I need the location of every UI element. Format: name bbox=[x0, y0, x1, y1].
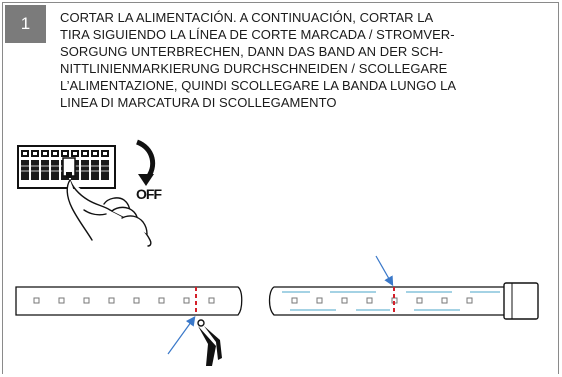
circuit-breaker-panel bbox=[17, 145, 116, 189]
off-label: OFF bbox=[136, 186, 162, 202]
cut-arrow-left bbox=[167, 316, 196, 355]
instruction-line: LINEA DI MARCATURA DI SCOLLEGAMENTO bbox=[60, 95, 337, 110]
instruction-line: L’ALIMENTAZIONE, QUINDI SCOLLEGARE LA BA… bbox=[60, 78, 457, 93]
step-frame bbox=[2, 2, 559, 374]
led-strip-right bbox=[268, 282, 539, 320]
hand-illustration bbox=[66, 179, 152, 247]
step-number-badge: 1 bbox=[5, 5, 46, 43]
rotate-off-arrow-icon bbox=[135, 139, 156, 186]
led-strip-left bbox=[15, 286, 243, 316]
instruction-line: CORTAR LA ALIMENTACIÓN. A CONTINUACIÓN, … bbox=[60, 10, 434, 25]
instruction-line: TIRA SIGUIENDO LA LÍNEA DE CORTE MARCADA… bbox=[60, 27, 455, 42]
cut-arrow-right bbox=[375, 255, 394, 287]
instruction-line: SORGUNG UNTERBRECHEN, DANN DAS BAND AN D… bbox=[60, 44, 444, 59]
scissors-icon bbox=[197, 319, 222, 366]
instruction-line: NITTLINIENMARKIERUNG DURCHSCHNEIDEN / SC… bbox=[60, 61, 448, 76]
step-instructions: CORTAR LA ALIMENTACIÓN. A CONTINUACIÓN, … bbox=[60, 9, 550, 111]
